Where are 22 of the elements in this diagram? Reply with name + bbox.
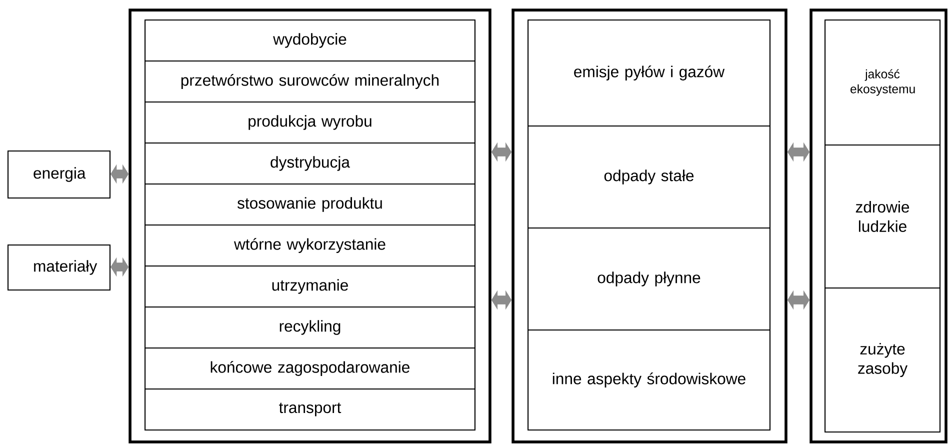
row-cell: wtórne wykorzystanie: [144, 224, 476, 267]
row-cell: odpady płynne: [528, 227, 771, 331]
frame-box: [128, 8, 492, 444]
row-cell: dystrybucja: [144, 142, 476, 185]
row-cell: odpady stałe: [528, 125, 771, 229]
row-cell: jakość ekosystemu: [824, 19, 941, 146]
row-cell: recykling: [144, 306, 476, 349]
row-cell: przetwórstwo surowców mineralnych: [144, 60, 476, 103]
row-cell: końcowe zagospodarowanie: [144, 347, 476, 390]
row-cell: zdrowie ludzkie: [824, 144, 941, 289]
row-cell: inne aspekty środowiskowe: [528, 329, 771, 431]
input-box: materiały: [7, 244, 111, 291]
frame-box: [512, 8, 788, 444]
row-cell: transport: [144, 388, 476, 431]
row-cell: wydobycie: [144, 19, 476, 62]
row-cell: stosowanie produktu: [144, 183, 476, 226]
row-cell: utrzymanie: [144, 265, 476, 308]
row-cell: zużyte zasoby: [824, 287, 941, 433]
row-cell: produkcja wyrobu: [144, 101, 476, 144]
row-cell: emisje pyłów i gazów: [528, 19, 771, 127]
frame-box: [810, 8, 948, 444]
input-box: energia: [7, 150, 111, 199]
